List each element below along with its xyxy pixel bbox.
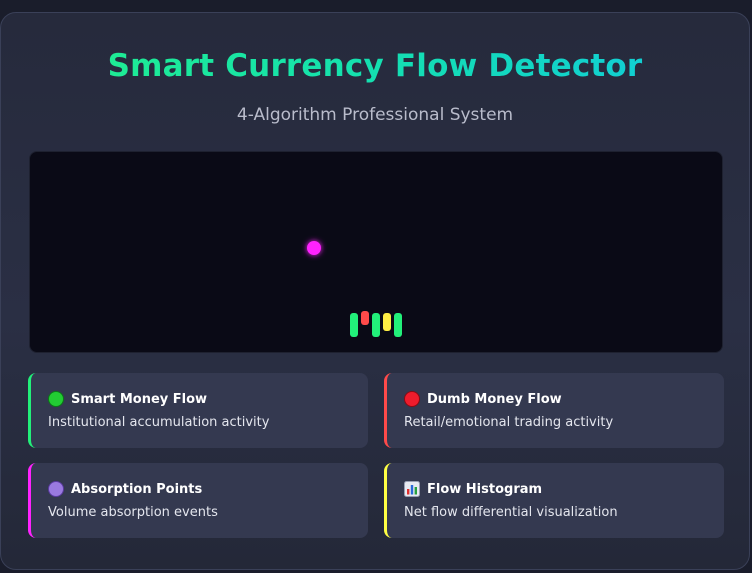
histogram-bar: [372, 313, 380, 337]
legend-histogram-title: Flow Histogram: [427, 481, 543, 497]
histogram-bar: [394, 313, 402, 337]
legend-absorption: Absorption Points Volume absorption even…: [28, 463, 368, 538]
flow-visualization: [29, 151, 723, 353]
absorption-point: [307, 241, 321, 255]
legend-smart-money: Smart Money Flow Institutional accumulat…: [28, 373, 368, 448]
legend-dumb-title: Dumb Money Flow: [427, 391, 562, 407]
legend-smart-description: Institutional accumulation activity: [48, 415, 270, 430]
histogram-bar: [383, 313, 391, 331]
green-circle-icon: [48, 391, 64, 407]
legend-histogram-description: Net flow differential visualization: [404, 505, 618, 520]
histogram-bar: [350, 313, 358, 337]
page-subtitle: 4-Algorithm Professional System: [236, 105, 514, 125]
legend-dumb-description: Retail/emotional trading activity: [404, 415, 614, 430]
red-circle-icon: [404, 391, 420, 407]
legend-histogram: Flow Histogram Net flow differential vis…: [384, 463, 724, 538]
legend-absorption-description: Volume absorption events: [48, 505, 218, 520]
legend-absorption-title: Absorption Points: [71, 481, 203, 497]
bar-chart-icon: [404, 481, 420, 497]
legend-smart-title: Smart Money Flow: [71, 391, 208, 407]
page-title: Smart Currency Flow Detector: [1, 48, 749, 84]
histogram-bar: [361, 311, 369, 325]
flow-visualization-svg: [65, 202, 550, 337]
legend-dumb-money: Dumb Money Flow Retail/emotional trading…: [384, 373, 724, 448]
detector-card: Smart Currency Flow Detector 4-Algorithm…: [0, 12, 750, 570]
flow-histogram: [350, 311, 402, 337]
purple-circle-icon: [48, 481, 64, 497]
